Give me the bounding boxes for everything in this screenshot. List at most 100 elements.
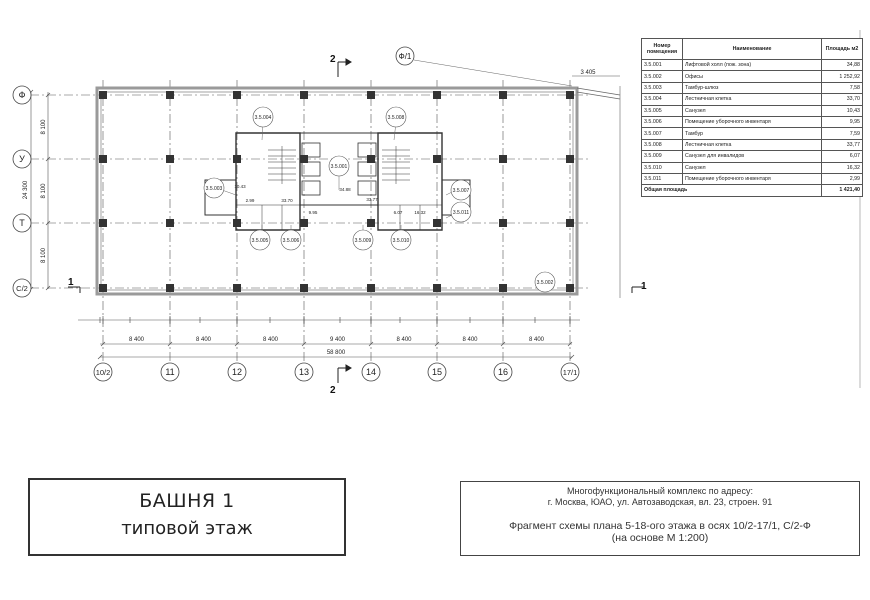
cell-name: Санузел (682, 104, 822, 117)
cell-name: Санузел для инвалидов (682, 150, 822, 163)
structural-column (367, 219, 375, 227)
cell-area: 33,70 (821, 93, 863, 106)
section-mark-bottom: 2 (330, 385, 336, 396)
axis-bubble (361, 362, 381, 382)
table-header-row: Номер помещения Наименование Площадь м2 (641, 38, 863, 60)
cell-area: 16,32 (821, 161, 863, 174)
room-tag-circle (280, 229, 302, 251)
header-room-area: Площадь м2 (821, 38, 863, 60)
structural-column (233, 155, 241, 163)
cell-num: 3.5.006 (641, 115, 683, 129)
dim-text-bottom: 8 400 (263, 337, 279, 343)
axis-label-left: У (19, 154, 25, 164)
header-room-number: Номер помещения (641, 38, 683, 60)
cell-area: 9,95 (821, 115, 863, 129)
room-leader-lines (221, 121, 459, 236)
room-tag-label: 3.5.008 (388, 115, 405, 121)
caption-line-2: (на основе М 1:200) (611, 532, 709, 544)
tower-title: БАШНЯ 1 (139, 490, 235, 512)
axis-label-left: Ф (19, 90, 26, 100)
room-tag-label: 3.5.010 (393, 238, 410, 244)
structural-column (300, 219, 308, 227)
axis-label-bottom: 14 (366, 367, 376, 377)
dim-tick (45, 92, 51, 98)
room-area-label: 6.07 (394, 210, 403, 215)
cell-num: 3.5.005 (641, 104, 683, 117)
section-mark-top: 2 (330, 54, 336, 65)
structural-column (499, 219, 507, 227)
dim-text-left: 8 100 (41, 183, 47, 199)
structural-column (433, 284, 441, 292)
axis-label-bottom: 10/2 (96, 368, 111, 377)
axis-label-bottom: 15 (432, 367, 442, 377)
room-area-label: 10.43 (234, 184, 246, 189)
cell-area: 33,77 (821, 138, 863, 152)
room-tag-circle (249, 229, 271, 251)
cell-num: 3.5.003 (641, 81, 683, 95)
dim-tick (45, 285, 51, 291)
structural-column (367, 155, 375, 163)
room-tag-circle (352, 229, 374, 251)
slab-outline (95, 86, 621, 298)
dim-text-bottom: 8 400 (462, 337, 478, 343)
room-area-label: 33.77 (366, 197, 378, 202)
axis-label-left: С/2 (16, 284, 28, 293)
tower-title-box: БАШНЯ 1 типовой этаж (28, 478, 346, 556)
axis-label-bottom: 13 (299, 367, 309, 377)
structural-column (300, 155, 308, 163)
room-tag-circle (203, 177, 225, 199)
cell-num: 3.5.011 (641, 172, 683, 186)
structural-column (433, 155, 441, 163)
dim-text-left: 8 100 (41, 119, 47, 135)
structural-column (367, 284, 375, 292)
room-area-label: 33.70 (281, 198, 293, 203)
dim-tick (434, 341, 440, 347)
cell-name: Тамбур (682, 127, 822, 140)
axis-label-left: Т (19, 218, 25, 228)
axis-bubble (160, 362, 180, 382)
room-tag-label: 3.5.002 (537, 280, 554, 286)
structural-column (499, 284, 507, 292)
room-tag-label: 3.5.005 (252, 238, 269, 244)
structural-column (99, 219, 107, 227)
structural-column (99, 284, 107, 292)
room-area-label: 9.95 (309, 210, 318, 215)
cell-name: Помещение уборочного инвентаря (682, 115, 822, 129)
cell-area: 34,88 (821, 58, 863, 72)
total-label: Общая площадь (641, 184, 822, 197)
structural-column (566, 155, 574, 163)
side-mark-right: 1 (641, 281, 647, 292)
dim-text-bottom: 8 400 (529, 337, 545, 343)
room-tag-circle (450, 201, 472, 223)
cell-area: 1 252,92 (821, 70, 863, 83)
dimension-lines (30, 75, 620, 358)
structural-column (433, 91, 441, 99)
structural-column (166, 155, 174, 163)
table-total-row: Общая площадь 1 421,40 (641, 184, 863, 197)
structural-column (300, 284, 308, 292)
room-schedule-table: Номер помещения Наименование Площадь м2 … (641, 38, 863, 197)
axis-label-bottom: 16 (498, 367, 508, 377)
dim-tick (97, 354, 103, 360)
structural-column (499, 91, 507, 99)
axis-bubble (294, 362, 314, 382)
axis-label-bottom: 12 (232, 367, 242, 377)
structural-column (566, 91, 574, 99)
room-tag-circle (534, 271, 556, 293)
cell-area: 7,58 (821, 81, 863, 95)
dim-tick (167, 341, 173, 347)
room-area-label: 16.32 (414, 210, 426, 215)
